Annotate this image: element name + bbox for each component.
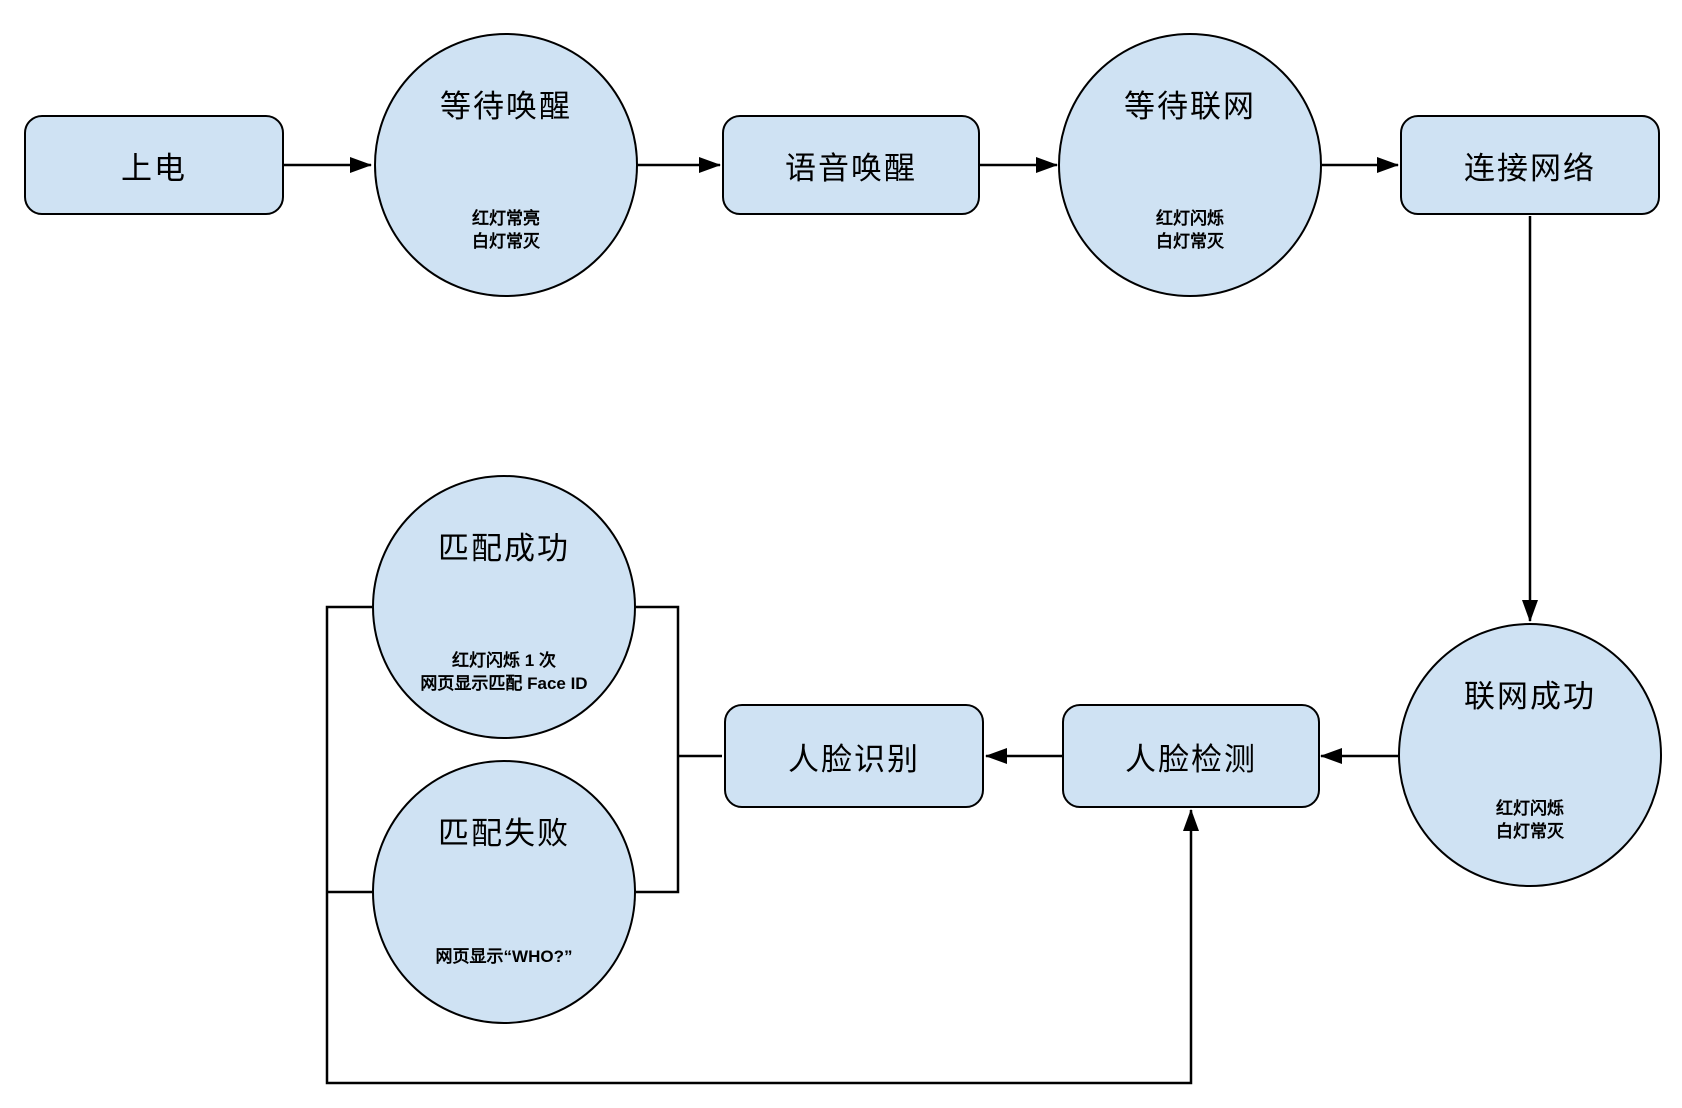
node-wait-wake-title: 等待唤醒 <box>440 89 572 124</box>
node-connect-network-label: 连接网络 <box>1464 150 1596 186</box>
node-match-success-notes: 红灯闪烁 1 次 网页显示匹配 Face ID <box>374 649 634 695</box>
edge-loop-results-to-face-detect <box>325 605 1199 1085</box>
node-match-success-title: 匹配成功 <box>438 531 570 566</box>
note-line: 红灯闪烁 <box>1496 799 1564 818</box>
node-face-recognize: 人脸识别 <box>724 704 984 808</box>
node-match-success: 匹配成功 红灯闪烁 1 次 网页显示匹配 Face ID <box>372 475 636 739</box>
note-line: 白灯常灭 <box>1156 232 1224 251</box>
node-wait-network-title: 等待联网 <box>1124 89 1256 124</box>
node-match-fail: 匹配失败 网页显示“WHO?” <box>372 760 636 1024</box>
node-wait-network: 等待联网 红灯闪烁 白灯常灭 <box>1058 33 1322 297</box>
edge-bracket-recognize-to-results <box>636 605 680 894</box>
node-power-on-label: 上电 <box>121 150 187 186</box>
note-line: 网页显示“WHO?” <box>435 947 573 966</box>
node-face-detect-label: 人脸检测 <box>1125 741 1257 777</box>
node-voice-wake-label: 语音唤醒 <box>785 150 917 186</box>
node-face-detect: 人脸检测 <box>1062 704 1320 808</box>
note-line: 红灯闪烁 <box>1156 209 1224 228</box>
node-voice-wake: 语音唤醒 <box>722 115 980 215</box>
node-network-success: 联网成功 红灯闪烁 白灯常灭 <box>1398 623 1662 887</box>
node-wait-wake-notes: 红灯常亮 白灯常灭 <box>376 207 636 253</box>
note-line: 白灯常灭 <box>472 232 540 251</box>
node-wait-network-notes: 红灯闪烁 白灯常灭 <box>1060 207 1320 253</box>
note-line: 红灯闪烁 1 次 <box>452 651 556 670</box>
node-connect-network: 连接网络 <box>1400 115 1660 215</box>
node-wait-wake: 等待唤醒 红灯常亮 白灯常灭 <box>374 33 638 297</box>
node-power-on: 上电 <box>24 115 284 215</box>
note-line: 白灯常灭 <box>1496 822 1564 841</box>
note-line: 红灯常亮 <box>472 209 540 228</box>
node-match-fail-title: 匹配失败 <box>438 816 570 851</box>
node-network-success-notes: 红灯闪烁 白灯常灭 <box>1400 797 1660 843</box>
node-network-success-title: 联网成功 <box>1464 679 1596 714</box>
node-face-recognize-label: 人脸识别 <box>788 741 920 777</box>
node-match-fail-notes: 网页显示“WHO?” <box>374 945 634 968</box>
note-line: 网页显示匹配 Face ID <box>420 674 588 693</box>
